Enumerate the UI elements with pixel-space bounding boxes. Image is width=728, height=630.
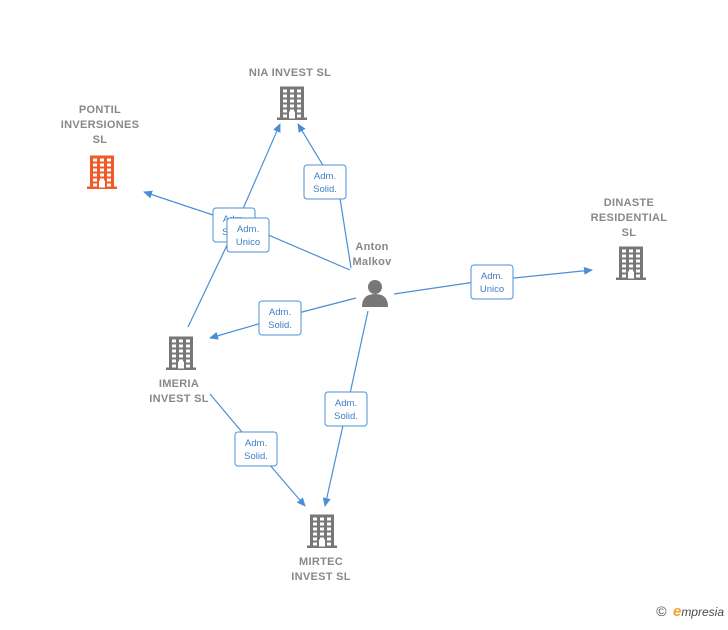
node-label-mirtec: MIRTEC: [299, 556, 343, 568]
footer-brand: © empresia: [656, 603, 724, 620]
edge-label-text: Adm.: [314, 171, 336, 182]
edge-label-anton-imeria[interactable]: Adm. Solid.: [258, 300, 302, 336]
building-icon: [277, 86, 307, 120]
node-label-anton: Malkov: [352, 256, 392, 268]
node-label-dinaste: DINASTE: [604, 197, 654, 209]
building-icon: [166, 336, 196, 370]
node-label-pontil: SL: [93, 134, 108, 146]
edge-label-box: [324, 391, 368, 427]
node-label-imeria: INVEST SL: [149, 393, 209, 405]
edge-label-imeria-mirtec[interactable]: Adm. Solid.: [234, 431, 278, 467]
edge-label-text: Solid.: [334, 411, 358, 422]
brand-name: mpresia: [681, 605, 724, 619]
edge-label-box: [303, 164, 347, 200]
node-label-nia: NIA INVEST SL: [249, 67, 331, 79]
edge-label-text: Adm.: [335, 398, 357, 409]
edges-layer: Adm.Solid.Adm.Solid.Adm.UnicoAdm.UnicoAd…: [143, 123, 593, 507]
edge-label-text: Unico: [480, 284, 504, 295]
node-label-anton: Anton: [355, 241, 388, 253]
node-label-pontil: PONTIL: [79, 104, 121, 116]
edge-label-imeria-nia[interactable]: Adm. Unico: [226, 217, 270, 253]
edge-label-text: Adm.: [481, 271, 503, 282]
edge-label-anton-nia[interactable]: Adm. Solid.: [303, 164, 347, 200]
edge-label-box: [226, 217, 270, 253]
node-imeria[interactable]: IMERIA INVEST SL: [149, 336, 209, 406]
edge-label-box: [258, 300, 302, 336]
node-nia[interactable]: NIA INVEST SL: [249, 67, 331, 120]
node-label-dinaste: SL: [622, 227, 637, 239]
building-icon: [307, 514, 337, 548]
edge-label-box: [470, 264, 514, 300]
edge-label-text: Adm.: [237, 224, 259, 235]
edge-label-box: [234, 431, 278, 467]
node-label-mirtec: INVEST SL: [291, 571, 351, 583]
edge-label-text: Unico: [236, 237, 260, 248]
copyright-symbol: ©: [656, 603, 667, 619]
person-icon: [362, 280, 388, 307]
building-icon: [87, 155, 117, 189]
edge-label-anton-mirtec[interactable]: Adm. Solid.: [324, 391, 368, 427]
brand-initial: e: [672, 603, 682, 620]
node-label-pontil: INVERSIONES: [61, 119, 140, 131]
edge-label-text: Adm.: [245, 438, 267, 449]
nodes-layer: NIA INVEST SL PONTIL INVERSIONES SL DINASTE R…: [61, 67, 668, 584]
node-mirtec[interactable]: MIRTEC INVEST SL: [291, 514, 351, 584]
edge-label-text: Solid.: [244, 451, 268, 462]
node-dinaste[interactable]: DINASTE RESIDENTIAL SL: [591, 197, 668, 280]
building-icon: [616, 246, 646, 280]
node-label-dinaste: RESIDENTIAL: [591, 212, 668, 224]
node-label-imeria: IMERIA: [159, 378, 199, 390]
brand-logo: empresia: [672, 603, 724, 620]
node-pontil[interactable]: PONTIL INVERSIONES SL: [61, 104, 140, 189]
edge-label-anton-dinaste[interactable]: Adm. Unico: [470, 264, 514, 300]
edge-label-text: Solid.: [313, 184, 337, 195]
edge-label-text: Adm.: [269, 307, 291, 318]
edge-label-text: Solid.: [268, 320, 292, 331]
